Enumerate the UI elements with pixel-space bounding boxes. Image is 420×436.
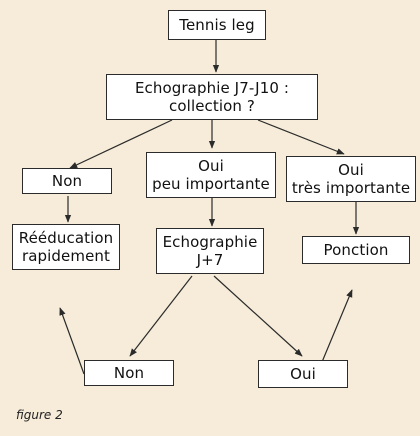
node-reeducation-rapidement: Rééducation rapidement [12,224,120,270]
node-non-bottom-label: Non [113,364,145,382]
node-echographie-j-plus-7-line1: Echographie [162,233,258,251]
node-echographie-j7-j10-line2: collection ? [169,97,255,115]
node-echographie-j-plus-7: Echographie J+7 [156,228,264,274]
node-oui-tres-importante-line1: Oui [338,161,364,179]
node-echographie-j7-j10: Echographie J7-J10 : collection ? [106,74,318,120]
node-reeducation-line2: rapidement [21,247,111,265]
figure-caption: figure 2 [16,408,63,422]
node-tennis-leg: Tennis leg [168,10,266,40]
node-oui-peu-importante-line2: peu importante [152,175,270,193]
arrow-echo-to-oui-tres [257,119,345,155]
node-non-left: Non [22,168,112,194]
node-ponction: Ponction [302,236,410,264]
node-reeducation-line1: Rééducation [18,229,114,247]
node-non-left-label: Non [51,172,83,190]
node-echographie-j-plus-7-line2: J+7 [196,251,224,269]
node-oui-tres-importante: Oui très importante [286,156,416,202]
node-non-bottom: Non [84,360,174,386]
node-oui-peu-importante-line1: Oui [198,157,224,175]
arrow-non-to-reeducation-return [59,307,85,375]
node-tennis-leg-label: Tennis leg [179,16,255,34]
node-oui-bottom-label: Oui [290,365,316,383]
arrow-oui-to-ponction [321,289,353,363]
node-echographie-j7-j10-line1: Echographie J7-J10 : [134,79,290,97]
arrow-echo-j7-to-non [129,275,193,357]
arrow-echo-to-non [69,119,173,169]
node-oui-peu-importante: Oui peu importante [146,152,276,198]
node-oui-tres-importante-line2: très importante [291,179,411,197]
arrow-echo-j7-to-oui [213,275,303,357]
node-oui-bottom: Oui [258,360,348,388]
node-ponction-label: Ponction [323,241,389,259]
